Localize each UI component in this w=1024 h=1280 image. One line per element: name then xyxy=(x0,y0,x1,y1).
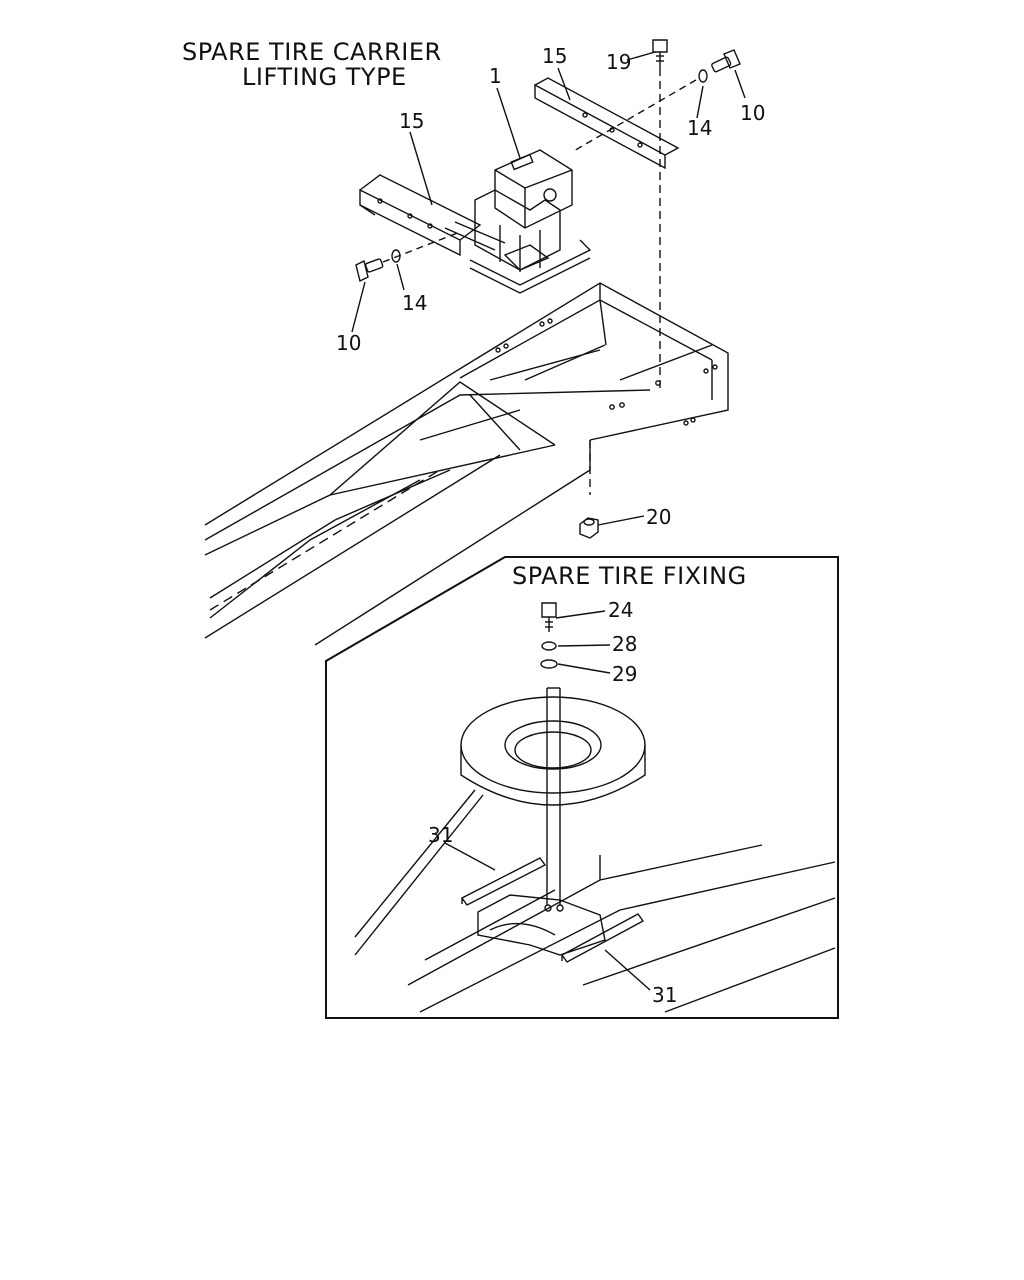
spare-tire-carrier xyxy=(445,150,590,293)
main-title-line1: SPARE TIRE CARRIER xyxy=(182,38,442,66)
callout-19: 19 xyxy=(606,50,632,74)
callout-14-right: 14 xyxy=(687,116,713,140)
callout-31-right: 31 xyxy=(652,983,678,1007)
inset-frame xyxy=(355,790,835,1012)
vehicle-frame xyxy=(205,283,728,645)
fixing-bolt-24 xyxy=(542,603,556,632)
spare-tire xyxy=(461,697,645,805)
main-title-line2: LIFTING TYPE xyxy=(242,63,407,91)
inset-title: SPARE TIRE FIXING xyxy=(512,562,747,590)
washer-29 xyxy=(541,660,557,668)
mounting-bracket-right xyxy=(535,78,678,168)
callout-20: 20 xyxy=(646,505,672,529)
bolt-10-left xyxy=(356,232,460,281)
washer-14-left xyxy=(392,250,400,262)
callout-15-left: 15 xyxy=(399,109,425,133)
inset-border xyxy=(326,557,838,1018)
bolt-19 xyxy=(653,40,667,390)
inset-leader-lines xyxy=(445,611,650,990)
nut-20 xyxy=(580,518,598,538)
washer-14-right xyxy=(699,70,707,82)
callout-10-left: 10 xyxy=(336,331,362,355)
callout-28: 28 xyxy=(612,632,638,656)
tire-rod xyxy=(545,688,563,911)
callout-10-right: 10 xyxy=(740,101,766,125)
callout-14-left: 14 xyxy=(402,291,428,315)
mounting-bracket-left xyxy=(360,175,480,255)
callout-15-right: 15 xyxy=(542,44,568,68)
callout-1: 1 xyxy=(489,64,502,88)
callout-31-left: 31 xyxy=(428,823,454,847)
washer-28 xyxy=(542,642,556,650)
callout-29: 29 xyxy=(612,662,638,686)
bolt-10-right xyxy=(572,50,740,152)
leader-lines xyxy=(352,52,745,525)
callout-24: 24 xyxy=(608,598,634,622)
